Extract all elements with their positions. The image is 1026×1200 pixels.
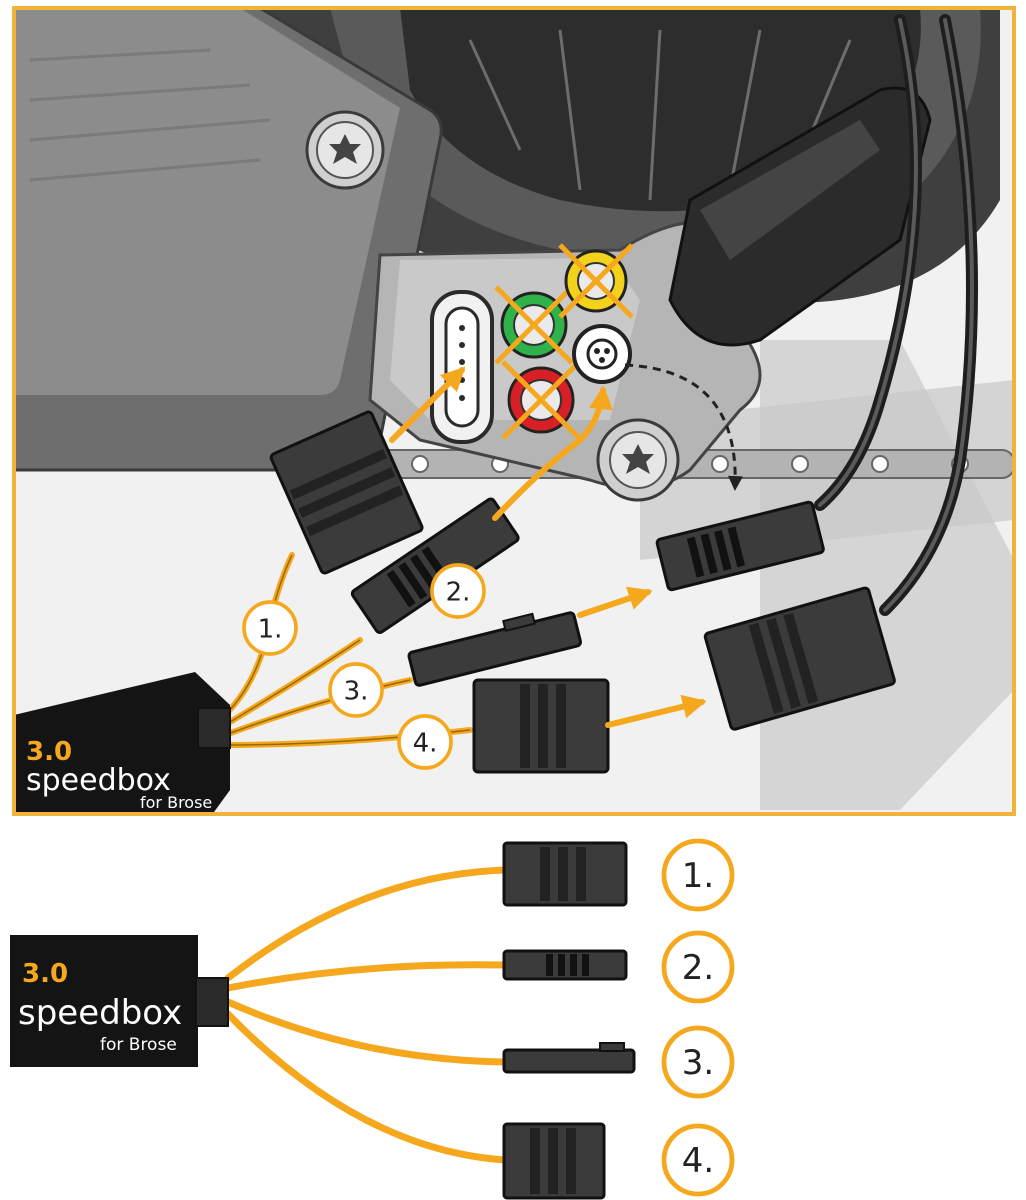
torx-screw-icon — [305, 110, 385, 190]
legend-number-4: 4. — [661, 1123, 735, 1197]
legend-plug-4 — [502, 1122, 606, 1200]
legend-plug-3 — [502, 1042, 636, 1074]
bike-plug-small — [655, 500, 825, 592]
legend-number-1-circle — [661, 838, 735, 912]
dashed-arrow-icon — [624, 363, 743, 491]
bottom-legend: 3.0 speedbox for Brose 1. 2. 3. 4. — [10, 838, 735, 1200]
top-panel: 3.0 speedbox for Brose 1. 2. 3. 4. — [14, 8, 1014, 814]
callout-2-label: 2. — [446, 577, 471, 607]
panel-frame — [12, 6, 1016, 816]
torx-screw-icon — [596, 418, 680, 502]
speedbox-unit-bottom: 3.0 speedbox for Brose — [10, 935, 229, 1067]
legend-number-2: 2. — [661, 930, 735, 1004]
crossed-port-icon-red — [501, 360, 581, 440]
callout-1-label: 1. — [258, 614, 283, 644]
legend-number-3-circle — [661, 1025, 735, 1099]
speedbox-name: speedbox — [18, 993, 182, 1033]
speedbox-plug-4 — [472, 678, 610, 774]
round-port-open — [572, 324, 632, 384]
callout-3-circle — [328, 662, 384, 718]
callout-1: 1. — [242, 600, 298, 656]
legend-number-1: 1. — [661, 838, 735, 912]
legend-plug-1 — [502, 841, 628, 907]
callout-1-circle — [242, 600, 298, 656]
callout-3: 3. — [328, 662, 384, 718]
crossed-port-icon-green — [494, 285, 574, 365]
legend-numbers: 1. 2. 3. 4. — [661, 838, 735, 1197]
callout-3-label: 3. — [344, 676, 369, 706]
legend-number-3-label: 3. — [682, 1043, 714, 1083]
callout-4-circle — [397, 714, 453, 770]
speedbox-name: speedbox — [26, 763, 171, 798]
legend-number-4-label: 4. — [682, 1141, 714, 1181]
legend-number-3: 3. — [661, 1025, 735, 1099]
speedbox-unit-top: 3.0 speedbox for Brose — [14, 672, 231, 812]
crossed-port-icon-yellow — [558, 243, 634, 319]
callouts-top: 1. 2. 3. 4. — [242, 563, 486, 770]
callout-4-label: 4. — [413, 728, 438, 758]
legend-number-2-label: 2. — [682, 948, 714, 988]
bike-plug-large — [703, 586, 896, 731]
legend-number-4-circle — [661, 1123, 735, 1197]
speedbox-plug-1 — [269, 410, 424, 575]
speedbox-sub: for Brose — [140, 793, 212, 812]
speedbox-plug-3 — [407, 611, 582, 687]
speedbox-wires-bottom — [224, 866, 509, 1164]
callout-2-circle — [430, 563, 486, 619]
speedbox-version: 3.0 — [26, 737, 72, 767]
speedbox-sub: for Brose — [100, 1035, 177, 1055]
legend-plug-2 — [502, 949, 628, 981]
speedbox-plug-2 — [350, 497, 520, 634]
callout-4: 4. — [397, 714, 453, 770]
cable-boot — [668, 86, 932, 347]
callout-2: 2. — [430, 563, 486, 619]
legend-number-2-circle — [661, 930, 735, 1004]
legend-number-1-label: 1. — [682, 856, 714, 896]
arrow-icons — [389, 366, 707, 728]
speedbox-version: 3.0 — [22, 959, 68, 989]
